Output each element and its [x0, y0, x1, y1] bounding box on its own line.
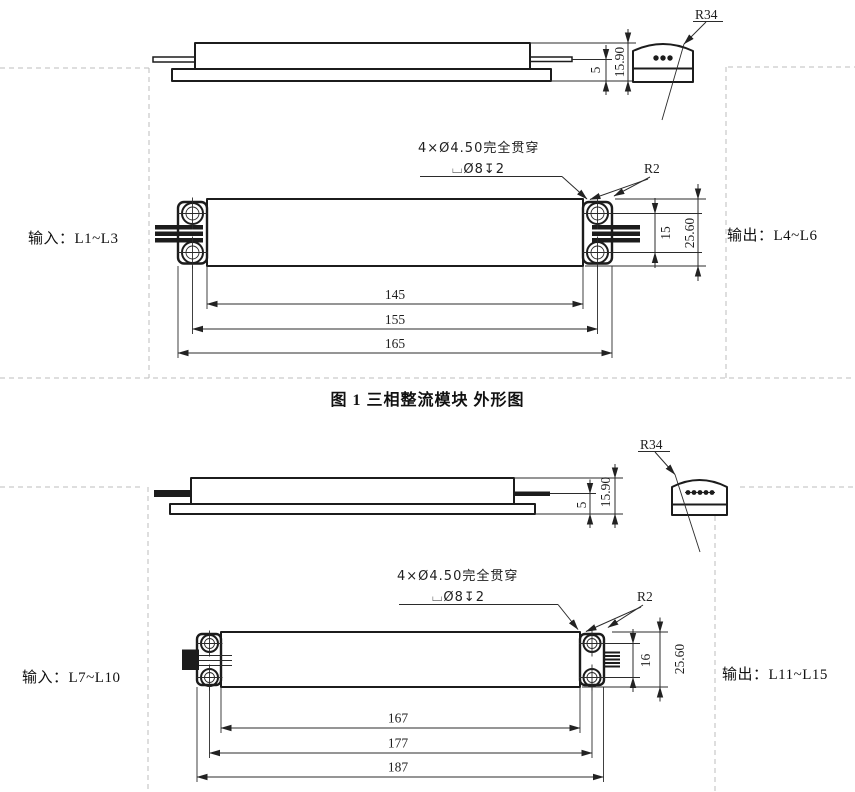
fig1-length-dims: 145 155 165 — [177, 266, 613, 358]
fig1-dim-hole-length: 155 — [385, 312, 406, 327]
fig1-front-view: 4×Ø4.50完全贯穿 ⌴Ø8↧2 R2 — [155, 140, 706, 358]
fig1-dim-hole-pitch: 15 — [658, 226, 673, 240]
fig1-output-label: 输出：L4~L6 — [727, 228, 818, 244]
fig2-dim-total-height: 15.90 — [598, 477, 613, 508]
fig2-dim-hole-length: 177 — [388, 736, 409, 751]
fig2-end-view: R34 — [638, 437, 728, 553]
fig1-dim-height: 25.60 — [682, 218, 697, 249]
fig1-end-view: R34 — [632, 7, 723, 121]
fig1-vertical-dims: 15 25.60 — [585, 184, 706, 281]
fig2-mounting-holes — [196, 630, 605, 691]
fig2-dim-overall-length: 187 — [388, 760, 409, 775]
fig1-corner-radius-note: R2 — [589, 161, 660, 200]
fig2-front-view: 4×Ø4.50完全贯穿 ⌴Ø8↧2 R2 — [182, 568, 687, 782]
fig2-output-wires — [603, 651, 620, 668]
fig1-r2-label: R2 — [644, 161, 660, 176]
fig2-length-dims: 167 177 187 — [196, 687, 604, 782]
fig2-radius-label: R34 — [640, 437, 663, 452]
fig1-dim-overall-length: 165 — [385, 336, 406, 351]
figure1-caption: 图 1 三相整流模块 外形图 — [330, 392, 525, 409]
fig1-dim-flange-height: 5 — [588, 66, 603, 73]
fig2-dim-height: 25.60 — [672, 644, 687, 675]
fig1-mounting-holes — [177, 197, 613, 269]
fig1-hole-note-line1: 4×Ø4.50完全贯穿 — [418, 140, 539, 156]
fig1-input-label: 输入：L1~L3 — [28, 231, 119, 247]
fig2-corner-radius-note: R2 — [585, 589, 653, 632]
fig1-output-wires — [592, 225, 640, 243]
fig2-input-label: 输入：L7~L10 — [22, 670, 121, 686]
fig1-side-view: 5 15.90 — [152, 29, 636, 95]
fig1-dim-body-length: 145 — [385, 287, 406, 302]
fig1-input-wires — [155, 225, 203, 243]
fig2-vertical-dims: 16 25.60 — [582, 617, 687, 702]
fig1-counterbore-note: ⌴Ø8↧2 — [452, 162, 505, 177]
fig2-hole-note: 4×Ø4.50完全贯穿 ⌴Ø8↧2 — [397, 568, 579, 630]
fig2-hole-note-line1: 4×Ø4.50完全贯穿 — [397, 568, 518, 584]
fig2-dim-body-length: 167 — [388, 711, 409, 726]
fig2-dim-flange-height: 5 — [574, 501, 589, 508]
fig2-counterbore-note: ⌴Ø8↧2 — [432, 590, 485, 605]
fig1-radius-label: R34 — [695, 7, 718, 22]
fig2-r2-label: R2 — [637, 589, 653, 604]
fig2-dim-hole-pitch: 16 — [638, 654, 653, 668]
fig1-dim-total-height: 15.90 — [612, 47, 627, 78]
fig1-hole-note: 4×Ø4.50完全贯穿 ⌴Ø8↧2 — [418, 140, 588, 200]
fig2-side-view: 5 15.90 — [154, 464, 623, 528]
figure2-drawing: 5 15.90 R34 — [154, 437, 728, 782]
fig2-input-busbar — [182, 649, 232, 670]
table-gridlines — [0, 66, 855, 792]
figure1-drawing: 5 15.90 R34 — [152, 7, 723, 358]
fig2-output-label: 输出：L11~L15 — [722, 667, 828, 683]
